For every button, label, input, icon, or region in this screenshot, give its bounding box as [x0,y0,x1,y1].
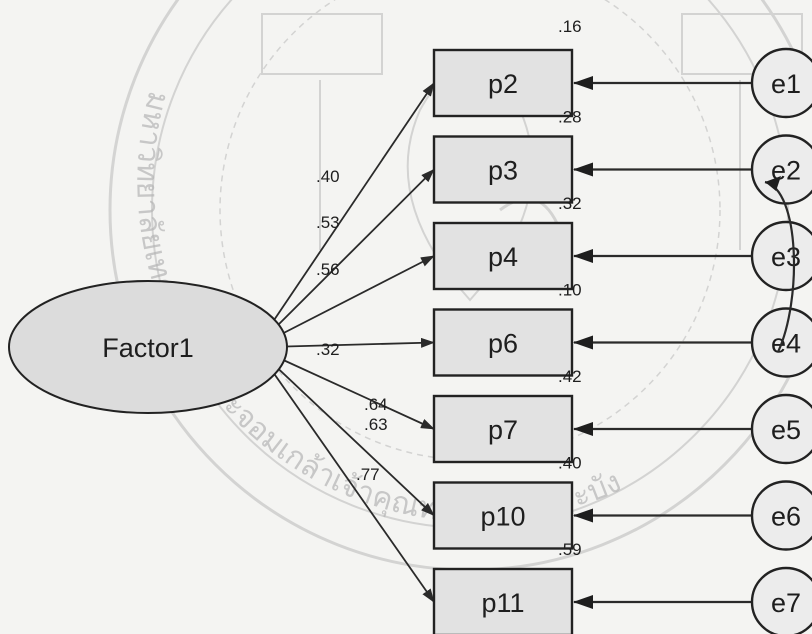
latent-factor: Factor1 [8,280,288,414]
error-paths [573,76,752,609]
loading-coef-p11: .77 [356,465,380,484]
observed-box-p7 [432,394,574,464]
r-squared-p3: .28 [558,108,582,127]
r-squared-p11: .59 [558,540,582,559]
loading-arrow-p7 [267,352,435,430]
loading-arrow-p10 [267,358,435,517]
error-circle-e3 [750,220,812,292]
coefficient-labels: .16 .40 .28 .53 .32 .56 .10 .32 .42 .64 .40 .63 .59.… [316,17,582,559]
observed-label-p10: p10 [480,502,525,532]
error-circle-e6 [750,480,812,551]
error-label-e6: e6 [771,502,801,532]
observed-box-p11 [432,567,574,634]
loading-arrow-p6 [267,337,435,348]
observed-box-p10 [432,481,574,550]
observed-variables: p2 p3 p4 p6 p7 p10 p11 [432,48,574,634]
loading-arrow-p3 [267,168,435,336]
loading-arrow-p2 [267,82,435,330]
error-circle-e2 [750,134,812,205]
observed-box-p3 [432,135,574,204]
observed-box-p4 [432,221,574,291]
factor-loading-paths [267,82,435,603]
loading-coef-p4: .56 [316,260,340,279]
observed-label-p4: p4 [488,242,518,272]
observed-box-p2 [432,48,574,118]
error-label-e7: e7 [771,588,801,618]
error-label-e5: e5 [771,415,801,445]
loading-coef-p2: .40 [316,167,340,186]
r-squared-p6: .10 [558,281,582,300]
r-squared-p7: .42 [558,367,582,386]
covariance-arrowhead [765,176,781,191]
loading-coef-p6: .32 [316,340,340,359]
loading-coef-p10: .63 [364,415,388,434]
r-squared-p10: .40 [558,454,582,473]
loading-arrow-p4 [267,255,435,342]
error-label-e3: e3 [771,242,801,272]
observed-label-p6: p6 [488,329,518,359]
observed-label-p2: p2 [488,69,518,99]
observed-label-p7: p7 [488,415,518,445]
error-circle-e7 [750,566,812,634]
loading-coef-p3: .53 [316,213,340,232]
observed-box-p6 [432,308,574,377]
error-label-e4: e4 [771,329,801,359]
factor-label: Factor1 [102,333,194,363]
error-label-e1: e1 [771,69,801,99]
loading-coef-p7: .64 [364,395,388,414]
r-squared-p2: .16 [558,17,582,36]
r-squared-p4: .32 [558,194,582,213]
factor-ellipse [8,280,288,414]
observed-label-p3: p3 [488,156,518,186]
error-circle-e1 [750,47,812,119]
observed-label-p11: p11 [481,588,524,618]
error-circle-e5 [750,393,812,465]
loading-arrow-p11 [267,364,435,603]
